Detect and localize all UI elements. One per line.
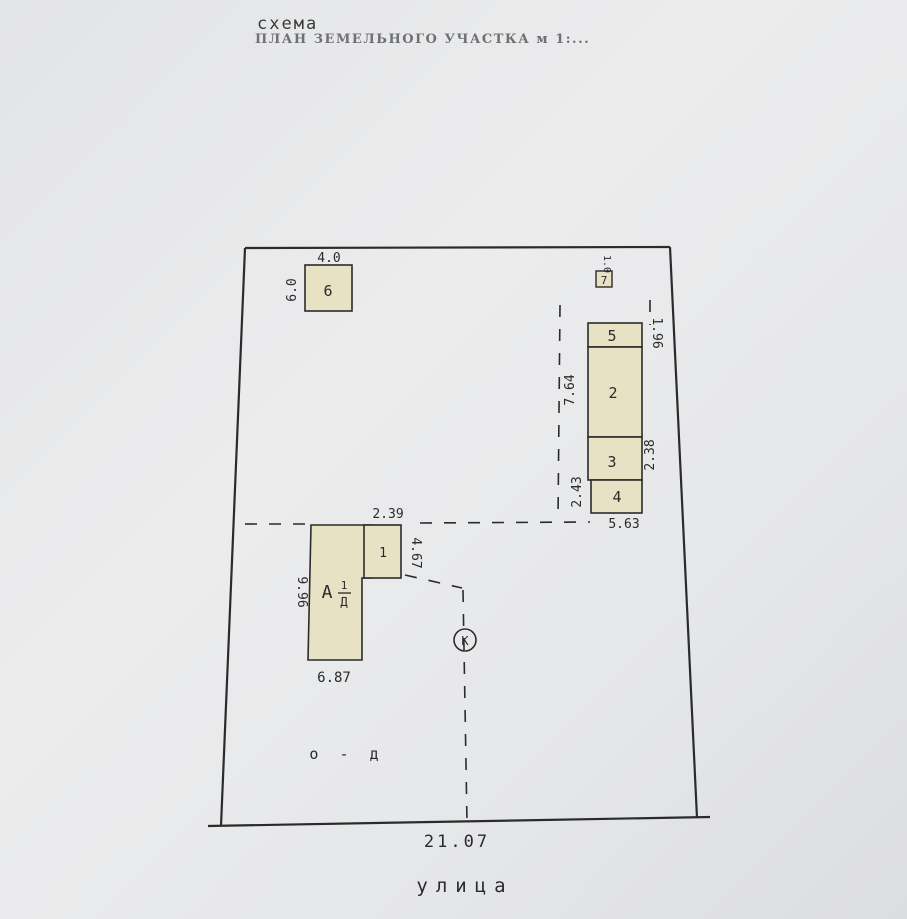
- building-2: [587, 346, 643, 438]
- yard-label: о - д: [309, 745, 384, 763]
- building-a-denominator: Д: [340, 595, 348, 609]
- building-2-dim: 7.64: [563, 374, 578, 405]
- building-5-label: 5: [607, 327, 616, 345]
- building-1-width: 2.39: [372, 507, 403, 522]
- building-main: А 1 Д 9.96 6.87 1 2.39 4.67: [294, 507, 423, 686]
- building-7-dim: 1.0: [601, 255, 612, 273]
- building-5-dim: 1.96: [649, 317, 664, 348]
- building-4-width: 5.63: [608, 517, 639, 532]
- building-3-label: 3: [607, 453, 616, 471]
- building-1: [363, 524, 402, 579]
- document-header: схема ПЛАН ЗЕМЕЛЬНОГО УЧАСТКА м 1:...: [255, 14, 675, 54]
- building-3-dim: 2.38: [643, 439, 658, 470]
- street-label: улица: [416, 875, 513, 897]
- building-6-label: 6: [323, 282, 332, 300]
- well-k: К: [453, 628, 477, 652]
- building-a-main-label: А: [322, 582, 333, 603]
- dashed-guides: [245, 300, 651, 823]
- building-4-label: 4: [612, 488, 621, 506]
- building-6-width: 4.0: [317, 251, 340, 266]
- building-1-label: 1: [379, 546, 387, 561]
- building-4: [590, 479, 643, 514]
- building-complex-right: 5 2 3 4 1.96 7.64 2.38 2.43 5.63: [563, 317, 664, 532]
- well-label: К: [461, 634, 469, 648]
- building-1-depth: 4.67: [408, 537, 423, 568]
- building-6-depth: 6.0: [285, 278, 300, 301]
- building-7-label: 7: [601, 274, 608, 287]
- building-3: [587, 436, 643, 481]
- frontage-dim: 21.07: [424, 832, 490, 852]
- building-4-dim: 2.43: [570, 476, 585, 507]
- building-a-depth: 9.96: [294, 576, 309, 607]
- printed-title: ПЛАН ЗЕМЕЛЬНОГО УЧАСТКА м 1:...: [255, 32, 591, 47]
- building-a-numerator: 1: [341, 579, 348, 592]
- building-7: 7 1.0: [595, 255, 613, 288]
- plot-boundary: [207, 245, 711, 828]
- building-6: 6 4.0 6.0: [285, 251, 353, 312]
- building-2-label: 2: [608, 384, 617, 402]
- building-a-width: 6.87: [317, 670, 351, 686]
- handwritten-title: схема: [257, 14, 319, 34]
